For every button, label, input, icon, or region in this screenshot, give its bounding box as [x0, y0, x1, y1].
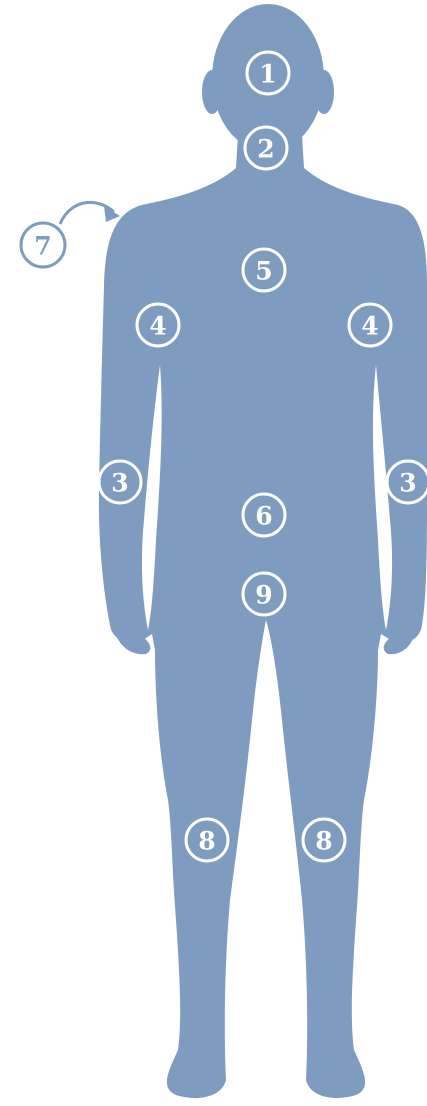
- marker-label: 1: [259, 60, 276, 89]
- silhouette-ear-right: [202, 70, 222, 114]
- marker-label: 7: [34, 232, 51, 261]
- callout-arrow: [60, 202, 120, 224]
- marker-back: 7: [21, 223, 65, 267]
- silhouette-ear-left: [314, 70, 334, 114]
- marker-label: 9: [255, 581, 272, 610]
- marker-label: 6: [255, 502, 272, 531]
- marker-label: 8: [198, 827, 215, 856]
- marker-label: 8: [315, 827, 332, 856]
- marker-label: 2: [257, 135, 274, 164]
- marker-label: 3: [399, 469, 416, 498]
- marker-label: 4: [361, 312, 378, 341]
- marker-label: 3: [111, 469, 128, 498]
- callout-arrowhead: [104, 206, 120, 222]
- marker-label: 4: [149, 312, 166, 341]
- marker-label: 5: [255, 257, 272, 286]
